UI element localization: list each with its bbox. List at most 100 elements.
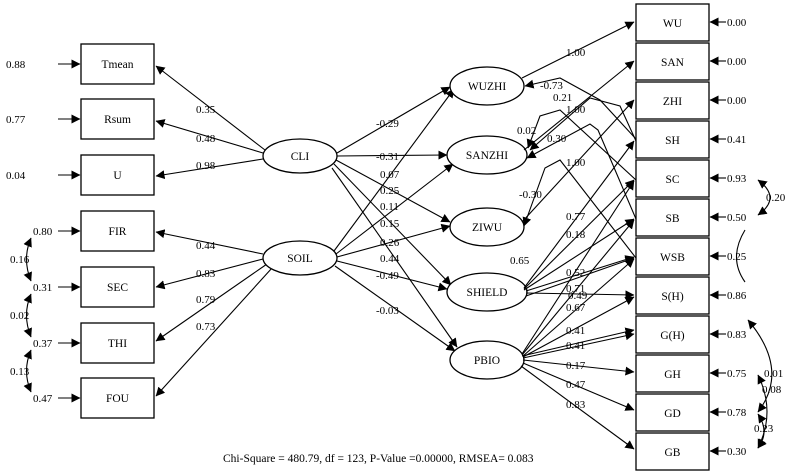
- path-soil-sanzhi: 0.26: [380, 237, 400, 249]
- loading-soil-thi: 0.79: [196, 294, 216, 306]
- indicator-g-h: G(H): [635, 315, 710, 354]
- observed-right-boxes: WU SAN ZHI SH SC SB WSB S(H) G(H) GH GD …: [635, 3, 710, 471]
- svg-text:Tmean: Tmean: [102, 59, 134, 71]
- loading-cli-u: 0.98: [196, 160, 216, 172]
- left-covariance-arcs: [23, 237, 32, 393]
- svg-text:WUZHI: WUZHI: [468, 81, 506, 93]
- path-cli-wuzhi: -0.29: [376, 118, 399, 130]
- svg-text:SEC: SEC: [107, 282, 128, 294]
- path-sc-sanzhi: 0.02: [517, 125, 536, 137]
- path-sh-sanzhi: 0.21: [553, 92, 572, 104]
- right-covariance-arcs: [735, 179, 773, 449]
- indicator-thi: THI: [80, 322, 155, 364]
- path-pbio-gd: 0.47: [566, 379, 586, 391]
- latent-ziwu: ZIWU: [449, 207, 525, 247]
- error-u: 0.04: [6, 170, 26, 182]
- latent-wuzhi: WUZHI: [449, 66, 525, 106]
- loading-cli-rsum: 0.48: [196, 133, 216, 145]
- path-shield-sh: 0.77: [566, 211, 586, 223]
- svg-text:THI: THI: [108, 338, 127, 350]
- svg-text:SB: SB: [665, 213, 679, 225]
- svg-text:S(H): S(H): [661, 291, 684, 303]
- error-gh: 0.75: [727, 368, 747, 380]
- svg-text:Rsum: Rsum: [104, 114, 131, 126]
- svg-text:ZHI: ZHI: [663, 96, 682, 108]
- loading-soil-fou: 0.73: [196, 321, 216, 333]
- indicator-san: SAN: [635, 42, 710, 81]
- svg-text:G(H): G(H): [660, 330, 684, 342]
- svg-text:ZIWU: ZIWU: [472, 222, 503, 234]
- loading-soil-sec: 0.83: [196, 268, 216, 280]
- latent-shield: SHIELD: [446, 272, 528, 312]
- svg-text:SOIL: SOIL: [287, 253, 313, 265]
- indicator-u: U: [80, 154, 155, 196]
- path-shield-extra: 0.49: [568, 290, 588, 302]
- path-pbio-gh2: 0.17: [566, 360, 586, 372]
- svg-text:GB: GB: [665, 447, 681, 459]
- indicator-sc: SC: [635, 159, 710, 198]
- svg-text:SAN: SAN: [661, 57, 685, 69]
- indicator-rsum: Rsum: [80, 98, 155, 140]
- path-sh-wuzhi: -0.73: [540, 80, 563, 92]
- fit-statistics: Chi-Square = 480.79, df = 123, P-Value =…: [223, 453, 534, 465]
- error-gd: 0.78: [727, 407, 747, 419]
- indicator-wu: WU: [635, 3, 710, 42]
- svg-text:PBIO: PBIO: [474, 355, 500, 367]
- error-rsum: 0.77: [6, 114, 26, 126]
- indicator-sb: SB: [635, 198, 710, 237]
- cov-fir-sec: 0.16: [10, 254, 30, 266]
- error-wu: 0.00: [727, 17, 747, 29]
- left-error-values: 0.88 0.77 0.04 0.80 0.31 0.37 0.47: [6, 59, 53, 405]
- error-tmean: 0.88: [6, 59, 26, 71]
- error-gb: 0.30: [727, 446, 747, 458]
- error-sc: 0.93: [727, 173, 747, 185]
- latent-cli: CLI: [262, 138, 338, 174]
- svg-text:CLI: CLI: [291, 151, 310, 163]
- loading-soil-fir: 0.44: [196, 240, 216, 252]
- error-thi: 0.37: [33, 338, 53, 350]
- error-fou: 0.47: [33, 393, 53, 405]
- path-cli-sanzhi: -0.31: [376, 151, 399, 163]
- path-shield-sc: 0.18: [566, 229, 586, 241]
- path-cli-shield: 0.25: [380, 185, 400, 197]
- svg-text:GH: GH: [664, 369, 681, 381]
- cov-sc-sb: 0.20: [766, 192, 786, 204]
- cov-gh-gd: 0.01: [764, 368, 783, 380]
- path-cli-pbio: 0.11: [380, 201, 399, 213]
- left-loading-arrows: [155, 65, 273, 397]
- path-pbio-s-h: 0.67: [566, 302, 586, 314]
- indicator-gd: GD: [635, 393, 710, 432]
- path-cli-ziwu: 0.07: [380, 169, 400, 181]
- path-wuzhi-wu: 1.00: [566, 47, 586, 59]
- latent-soil: SOIL: [262, 240, 338, 276]
- indicator-sh: SH: [635, 120, 710, 159]
- indicator-s-h: S(H): [635, 276, 710, 315]
- svg-text:FIR: FIR: [109, 226, 127, 238]
- cov-sec-thi: 0.02: [10, 310, 29, 322]
- svg-text:SANZHI: SANZHI: [466, 150, 508, 162]
- svg-text:GD: GD: [664, 408, 681, 420]
- cov-gd-gb: 0.23: [754, 423, 774, 435]
- svg-text:SH: SH: [665, 135, 680, 147]
- path-soil-pbio: -0.03: [376, 305, 399, 317]
- error-fir: 0.80: [33, 226, 53, 238]
- path-shield-s-h: 0.71: [566, 283, 585, 295]
- svg-text:SC: SC: [665, 174, 679, 186]
- svg-text:WSB: WSB: [660, 252, 685, 264]
- path-soil-wuzhi: 0.15: [380, 218, 400, 230]
- path-pbio-g-h: 0.41: [566, 325, 585, 337]
- indicator-fir: FIR: [80, 210, 155, 252]
- error-g-h: 0.83: [727, 329, 747, 341]
- indicator-gh: GH: [635, 354, 710, 393]
- indicator-fou: FOU: [80, 377, 155, 419]
- error-san: 0.00: [727, 56, 747, 68]
- right-error-arrows: [709, 17, 726, 456]
- right-error-values: 0.00 0.00 0.00 0.41 0.93 0.50 0.25 0.86 …: [727, 17, 747, 458]
- path-wsb-ziwu: -0.30: [519, 189, 542, 201]
- path-soil-ziwu: 0.44: [380, 253, 400, 265]
- svg-text:U: U: [113, 170, 122, 182]
- path-shield-sb: 0.65: [510, 255, 530, 267]
- path-sanzhi-san: 1.00: [566, 104, 586, 116]
- cov-gh-gb: 0.08: [762, 384, 782, 396]
